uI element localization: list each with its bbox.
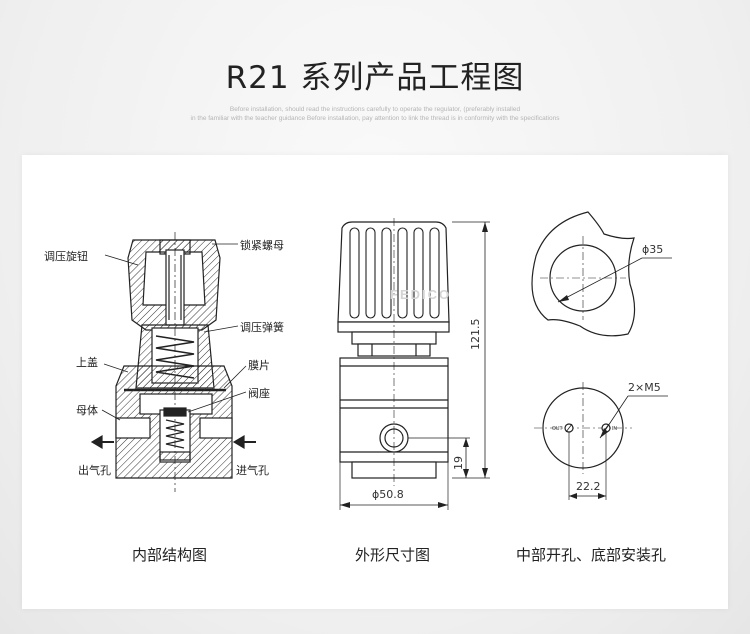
label-out: OUT [552,426,563,432]
panel-hole-leader [557,257,643,303]
caption-internal-structure: 内部结构图 [132,546,208,564]
mounting-drawing [531,211,672,500]
label-body: 母体 [76,404,98,417]
dim-hole-spacing: 22.2 [576,480,601,493]
cross-section-drawing [90,232,256,492]
label-in: IN [612,426,617,432]
caption-mounting-holes: 中部开孔、底部安装孔 [516,546,667,564]
poppet-spring [165,419,185,449]
label-knob: 调压旋钮 [44,250,88,263]
outline-drawing [337,218,490,510]
label-lock-nut: 锁紧螺母 [240,239,284,252]
caption-outline-dimensions: 外形尺寸图 [355,546,431,564]
subtitle-line-1: Before installation, should read the ins… [229,106,521,113]
dim-height: 121.5 [469,318,482,351]
dim-panel-hole: ϕ35 [642,243,664,256]
dim-port-height: 19 [452,456,465,470]
watermark: FEDICO [390,287,452,302]
label-cover: 上盖 [76,356,98,369]
ribbed-knob [337,221,450,323]
label-diaphragm: 膜片 [248,359,270,372]
page-title: R21 系列产品工程图 [225,60,525,96]
label-valve-seat: 阀座 [248,387,270,400]
dim-width: ϕ50.8 [372,488,404,501]
label-inlet: 进气孔 [236,464,269,477]
label-outlet: 出气孔 [78,464,111,477]
subtitle-line-2: in the familiar with the teacher guidanc… [190,115,560,122]
dim-bottom-holes: 2×M5 [628,381,661,394]
label-spring: 调压弹簧 [240,321,284,334]
